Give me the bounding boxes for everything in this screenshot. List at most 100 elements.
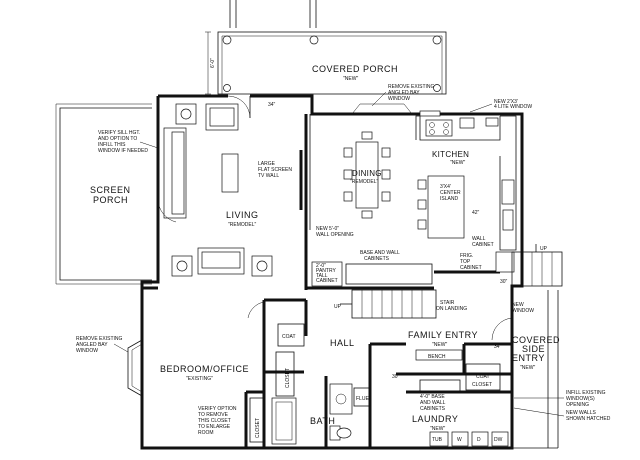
svg-text:TOP: TOP xyxy=(460,259,471,265)
svg-text:LARGE: LARGE xyxy=(258,161,276,167)
wall-opening-note: NEW 5'-0" WALL OPENING xyxy=(305,226,354,286)
svg-text:CABINET: CABINET xyxy=(316,278,338,284)
svg-text:WALL OPENING: WALL OPENING xyxy=(316,232,354,238)
living-note: "REMODEL" xyxy=(228,222,257,228)
remove-bay-top-note: REMOVE EXISTING ANGLED BAY WINDOW xyxy=(351,84,435,115)
flue: FLUE xyxy=(353,387,371,407)
covered-porch-name: COVERED PORCH xyxy=(312,64,398,74)
svg-text:REMOVE EXISTING: REMOVE EXISTING xyxy=(76,336,123,342)
svg-text:ON LANDING: ON LANDING xyxy=(436,306,467,312)
svg-text:BASE AND WALL: BASE AND WALL xyxy=(360,250,400,256)
svg-text:CLOSET: CLOSET xyxy=(472,382,492,388)
stair-note: STAIR ON LANDING xyxy=(436,300,467,312)
svg-text:FRIG.: FRIG. xyxy=(460,253,473,259)
svg-text:4 LITE WINDOW: 4 LITE WINDOW xyxy=(494,104,532,110)
side-entry-railing xyxy=(512,290,559,449)
interior-walls xyxy=(142,114,512,448)
toilet xyxy=(329,425,352,441)
island-dim-42: 42" xyxy=(472,210,480,216)
range-dim-30: 30" xyxy=(500,279,508,285)
sofa xyxy=(163,127,187,219)
svg-text:CLOSET: CLOSET xyxy=(285,368,291,388)
svg-text:ANGLED BAY: ANGLED BAY xyxy=(388,90,420,96)
stair-up-label: UP xyxy=(334,304,342,310)
bedroom-note: "EXISTING" xyxy=(186,376,213,382)
bedroom-bay-window xyxy=(127,339,143,397)
side-entry-note: "NEW" xyxy=(520,365,535,371)
family-entry-note: "NEW" xyxy=(432,342,447,348)
svg-text:CLOSET: CLOSET xyxy=(255,418,261,438)
svg-text:WALL: WALL xyxy=(472,236,486,242)
fridge-note: FRIG. TOP CABINET xyxy=(460,251,515,273)
screen-porch-door xyxy=(157,199,177,223)
svg-text:AND OPTION TO: AND OPTION TO xyxy=(98,136,137,142)
svg-text:CENTER: CENTER xyxy=(440,190,461,196)
svg-text:NEW 5'-0": NEW 5'-0" xyxy=(316,226,339,232)
svg-text:2'-0": 2'-0" xyxy=(316,263,326,269)
base-wall-cabinets: BASE AND WALL CABINETS xyxy=(345,250,433,285)
bath-name: BATH xyxy=(310,416,335,426)
new-walls-note: NEW WALLS SHOWN HATCHED xyxy=(513,407,611,422)
svg-text:NEW 2'X3': NEW 2'X3' xyxy=(494,99,518,105)
side-entry-name-1: COVERED xyxy=(512,335,560,345)
hall-name: HALL xyxy=(330,338,355,348)
center-island: 3'X4' CENTER ISLAND xyxy=(417,175,465,239)
new-window-top-note: NEW 2'X3' 4 LITE WINDOW xyxy=(419,99,532,117)
svg-text:WINDOW: WINDOW xyxy=(388,96,410,102)
svg-text:WINDOW: WINDOW xyxy=(512,308,534,314)
svg-text:WINDOW(S): WINDOW(S) xyxy=(566,396,595,402)
coat-closet-entry: COAT CLOSET xyxy=(465,363,501,391)
screen-porch-name-2: PORCH xyxy=(93,195,128,205)
svg-text:WINDOW: WINDOW xyxy=(76,348,98,354)
remove-bay-left-note: REMOVE EXISTING ANGLED BAY WINDOW xyxy=(76,336,129,354)
verify-bay-note: VERIFY SILL HGT. AND OPTION TO INFILL TH… xyxy=(98,130,159,154)
bedroom-name: BEDROOM/OFFICE xyxy=(160,364,249,374)
bathtub xyxy=(271,397,297,445)
svg-text:ANGLED BAY: ANGLED BAY xyxy=(76,342,108,348)
svg-text:COAT: COAT xyxy=(282,334,296,340)
new-window-side-note: NEW WINDOW xyxy=(512,302,534,314)
svg-text:AND WALL: AND WALL xyxy=(420,400,446,406)
svg-text:VERIFY OPTION: VERIFY OPTION xyxy=(198,406,237,412)
svg-text:TV WALL: TV WALL xyxy=(258,173,279,179)
vanity xyxy=(329,383,353,415)
wall-cabinet-note: WALL CABINET xyxy=(472,236,494,248)
bench: BENCH xyxy=(415,349,463,361)
laundry-name: LAUNDRY xyxy=(412,414,458,424)
bedroom-door xyxy=(247,301,265,319)
svg-text:INFILL EXISTING: INFILL EXISTING xyxy=(566,390,606,396)
laundry-dim-30: 30" xyxy=(392,374,400,380)
svg-text:CABINET: CABINET xyxy=(472,242,494,248)
svg-text:TALL: TALL xyxy=(316,273,328,279)
porch-depth-dim: 6'-0" xyxy=(210,58,216,68)
porch-stairs xyxy=(229,0,317,28)
svg-text:OPENING: OPENING xyxy=(566,402,589,408)
armchair xyxy=(205,103,239,131)
svg-text:FLUE: FLUE xyxy=(356,396,369,402)
svg-text:TO ENLARGE: TO ENLARGE xyxy=(198,424,231,430)
dining-note: "REMODEL" xyxy=(350,179,379,185)
svg-text:4'-0" BASE: 4'-0" BASE xyxy=(420,394,445,400)
covered-porch-outline xyxy=(205,31,447,95)
coat-closet-hall: COAT xyxy=(277,323,305,347)
side-entry-name-3: ENTRY xyxy=(512,353,545,363)
svg-text:ISLAND: ISLAND xyxy=(440,196,458,202)
laundry-appliances: TUB W D DW xyxy=(429,431,509,447)
end-table-top xyxy=(175,103,197,125)
svg-text:STAIR: STAIR xyxy=(440,300,455,306)
bath-closet: CLOSET xyxy=(249,397,265,443)
living-name: LIVING xyxy=(226,210,259,220)
dining-table xyxy=(343,131,391,219)
screen-porch-name-1: SCREEN xyxy=(90,185,131,195)
svg-text:ROOM: ROOM xyxy=(198,430,214,436)
svg-text:NEW WALLS: NEW WALLS xyxy=(566,410,596,416)
side-up-label: UP xyxy=(540,246,548,252)
svg-text:COAT: COAT xyxy=(476,374,490,380)
dining-name: DINING xyxy=(352,169,382,178)
screen-porch-outline xyxy=(55,103,152,285)
bedroom-closet: CLOSET xyxy=(275,351,295,397)
stair xyxy=(340,289,437,319)
verify-closet-note: VERIFY OPTION TO REMOVE THIS CLOSET TO E… xyxy=(198,406,237,436)
svg-text:D: D xyxy=(477,437,481,443)
